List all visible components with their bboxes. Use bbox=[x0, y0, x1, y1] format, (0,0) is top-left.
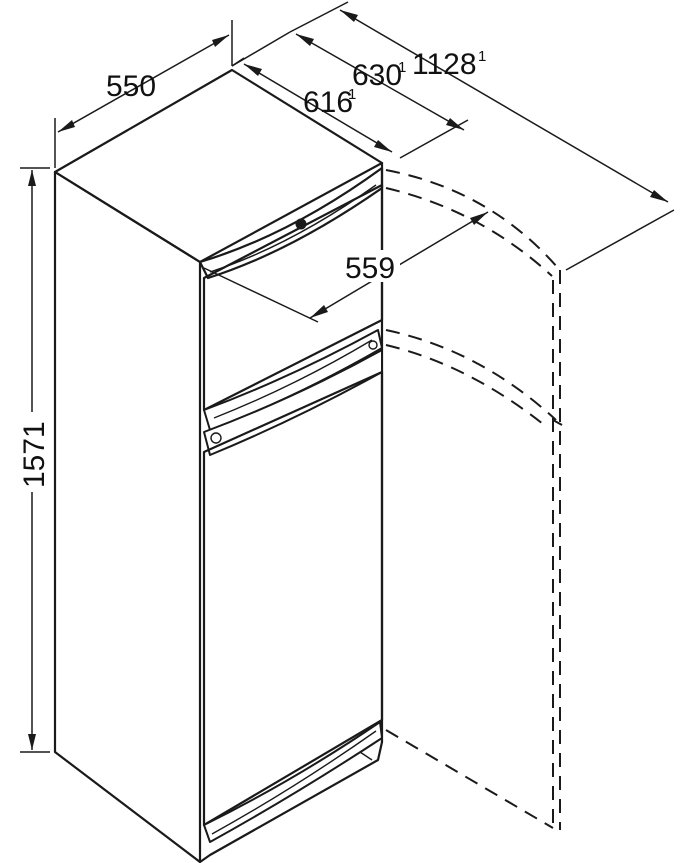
depth-616-label: 616 bbox=[303, 86, 353, 119]
door-559-label: 559 bbox=[345, 252, 395, 285]
dimension-depth-1128: 1128 1 bbox=[289, 1, 675, 271]
dimension-width: 550 bbox=[54, 20, 233, 168]
width-label: 550 bbox=[106, 70, 156, 103]
dimension-height: 1571 bbox=[18, 167, 51, 753]
door-swing-outline bbox=[385, 169, 563, 830]
depth-616-note: 1 bbox=[348, 86, 356, 103]
fridge-base bbox=[198, 740, 384, 863]
fridge-body bbox=[53, 68, 384, 863]
fridge-side-face bbox=[53, 170, 202, 863]
fridge-door bbox=[202, 349, 384, 843]
height-label: 1571 bbox=[18, 421, 51, 488]
fridge-handle bbox=[203, 349, 383, 456]
freezer-door bbox=[198, 166, 384, 431]
depth-630-label: 630 bbox=[352, 59, 402, 92]
fridge-foot bbox=[359, 751, 373, 761]
depth-1128-note: 1 bbox=[478, 48, 486, 65]
depth-1128-label: 1128 bbox=[412, 48, 477, 81]
dimension-door-559: 559 bbox=[203, 211, 489, 323]
depth-630-note: 1 bbox=[398, 59, 406, 76]
control-knob-icon bbox=[295, 218, 307, 230]
dimension-depth-630: 630 1 bbox=[231, 31, 469, 159]
